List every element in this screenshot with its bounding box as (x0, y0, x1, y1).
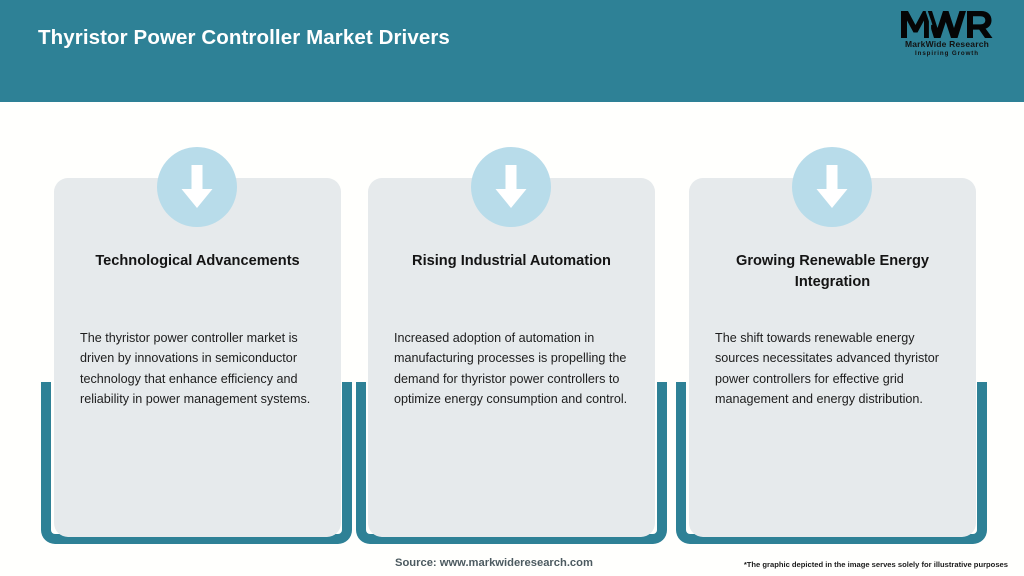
driver-card-body: Increased adoption of automation in manu… (394, 331, 628, 407)
arrow-down-glyph (181, 165, 213, 208)
mwr-monogram-icon (901, 10, 993, 38)
driver-card-body: The shift towards renewable energy sourc… (715, 331, 940, 407)
arrow-down-icon (471, 147, 551, 227)
footer-source: Source: www.markwideresearch.com (395, 557, 593, 569)
arrow-down-icon (792, 147, 872, 227)
page-title: Thyristor Power Controller Market Driver… (38, 26, 450, 49)
card-bracket-1 (41, 382, 352, 544)
driver-card-body: The thyristor power controller market is… (80, 331, 311, 407)
brand-logo: MarkWide Research Inspiring Growth (888, 10, 1006, 57)
arrow-down-glyph (816, 165, 848, 208)
header-bar (0, 0, 1024, 102)
driver-card-title: Growing Renewable Energy Integration (735, 253, 929, 290)
arrow-down-glyph (495, 165, 527, 208)
footer-disclaimer: *The graphic depicted in the image serve… (743, 560, 1008, 569)
driver-card-title: Rising Industrial Automation (412, 253, 611, 269)
card-bracket-2 (356, 382, 667, 544)
driver-card-1: Technological Advancements The thyristor… (54, 178, 341, 537)
driver-card-2: Rising Industrial Automation Increased a… (368, 178, 655, 537)
card-bracket-3 (676, 382, 987, 544)
logo-company-name: MarkWide Research (904, 39, 990, 49)
driver-card-3: Growing Renewable Energy Integration The… (689, 178, 976, 537)
driver-card-title: Technological Advancements (95, 253, 300, 269)
logo-tagline: Inspiring Growth (915, 49, 979, 57)
arrow-down-icon (157, 147, 237, 227)
